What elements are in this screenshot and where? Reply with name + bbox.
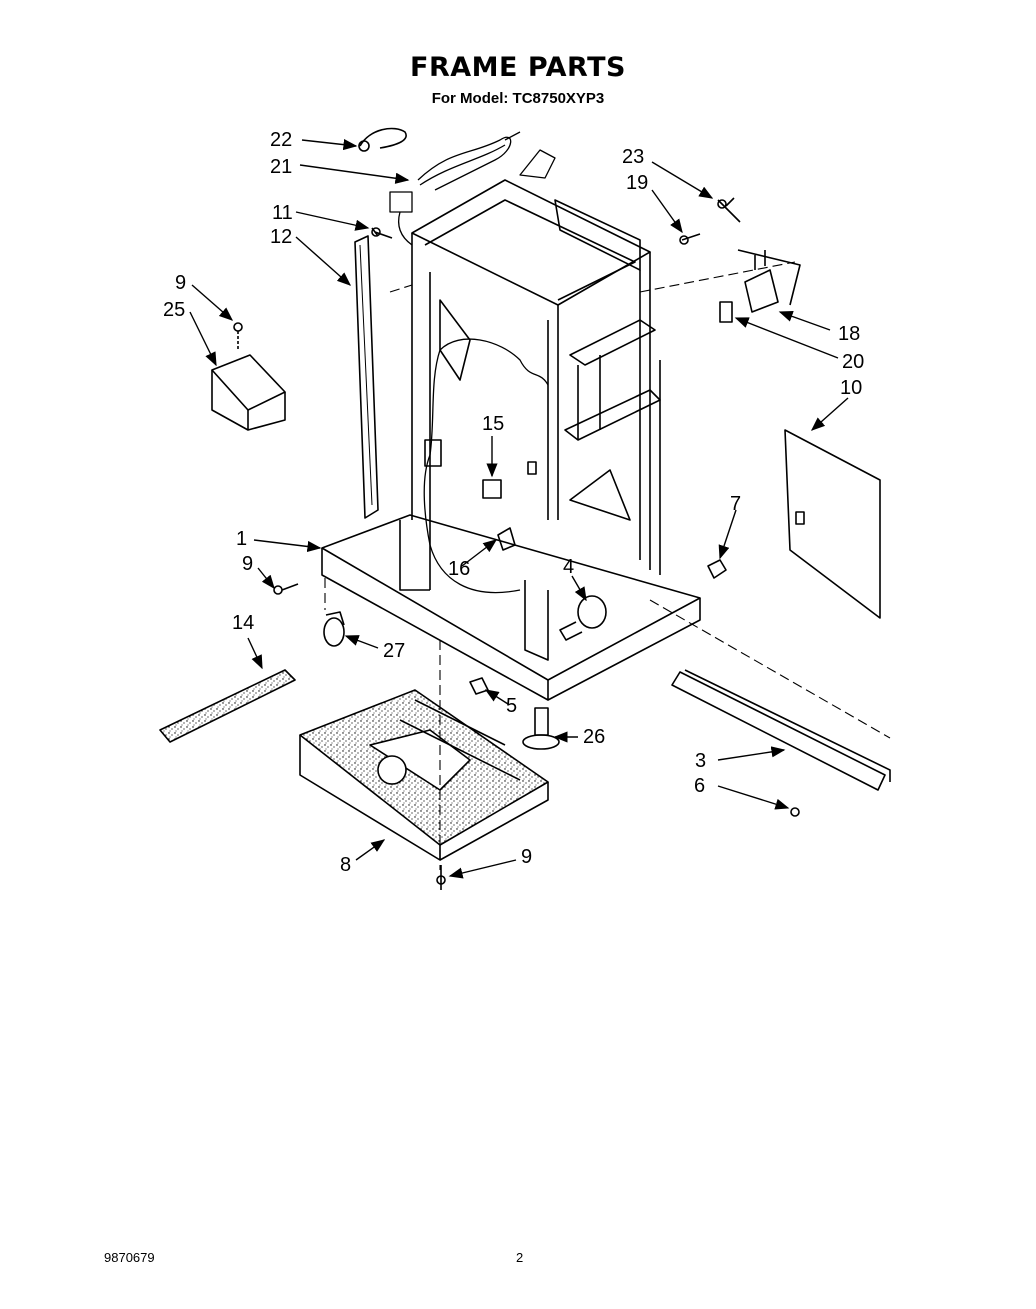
screw-19 [681,233,701,241]
callout-9-bottom: 9 [521,846,532,868]
screw-9-left [273,585,283,595]
model-subtitle: For Model: TC8750XYP3 [431,90,605,107]
cover-25 [211,322,286,431]
page-title: FRAME PARTS [410,52,626,83]
callout-20: 20 [842,351,864,373]
callout-18: 18 [838,323,860,345]
caster-27 [323,611,345,647]
leveler-26 [522,707,560,750]
callout-4: 4 [563,556,574,578]
nut-7 [707,559,727,579]
callout-8: 8 [340,854,351,876]
callout-7: 7 [730,493,741,515]
motor-4 [559,595,607,641]
rail-3 [671,671,886,791]
filter-14 [159,669,296,743]
callout-15: 15 [482,413,504,435]
callout-26: 26 [583,726,605,748]
clip-22 [359,127,407,149]
power-cord-21 [389,131,556,246]
screw-6 [790,807,800,817]
callout-16: 16 [448,558,470,580]
callout-9-top: 9 [175,272,186,294]
plate-20 [719,301,733,323]
panel-10 [784,429,881,619]
callout-1: 1 [236,528,247,550]
callout-11: 11 [272,202,293,224]
callout-22: 22 [270,129,292,151]
grommet-16 [497,527,516,551]
callout-23: 23 [622,146,644,168]
fastener-23 [717,197,741,223]
callout-5: 5 [506,695,517,717]
callout-6: 6 [694,775,705,797]
callout-9-left: 9 [242,553,253,575]
nut-5 [469,677,489,695]
cabinet-frame [321,179,701,701]
page-number: 2 [516,1250,524,1265]
callout-21: 21 [270,156,292,178]
base-pan-8 [299,689,549,861]
callout-19: 19 [626,172,648,194]
callout-10: 10 [840,377,862,399]
callout-25: 25 [163,299,185,321]
callout-3: 3 [695,750,706,772]
callout-27: 27 [383,640,405,662]
switch-18 [737,249,801,313]
document-number: 9870679 [104,1250,155,1265]
callout-14: 14 [232,612,254,634]
strip-12 [354,235,379,519]
callout-12: 12 [270,226,292,248]
switch-15 [482,479,502,499]
